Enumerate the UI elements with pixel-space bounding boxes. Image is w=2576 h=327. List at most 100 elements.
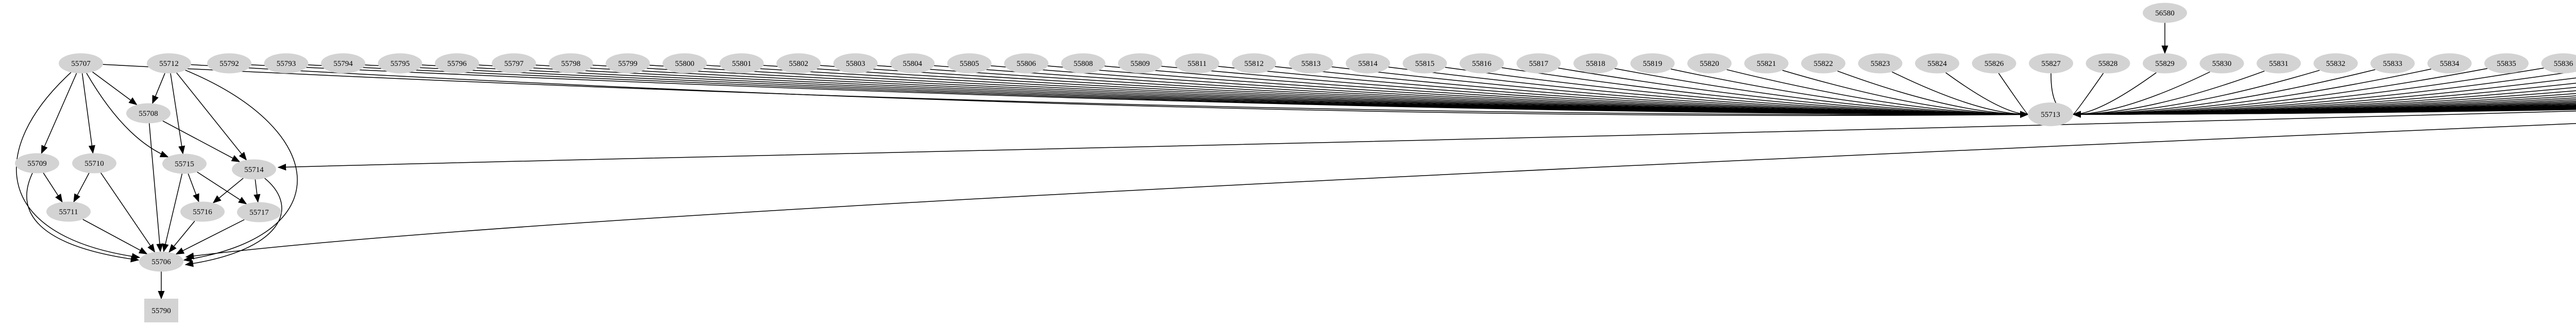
node-label-55714: 55714 xyxy=(244,166,264,174)
graph-node-55824: 55824 xyxy=(1915,53,1959,74)
ellipse-shape-55795 xyxy=(378,53,422,74)
graph-node-55792: 55792 xyxy=(207,53,251,74)
graph-node-55715: 55715 xyxy=(162,153,207,174)
ellipse-shape-55798 xyxy=(549,53,593,74)
node-label-55797: 55797 xyxy=(504,60,524,68)
graph-node-55819: 55819 xyxy=(1630,53,1675,74)
ellipse-shape-55717 xyxy=(237,202,281,222)
node-label-55830: 55830 xyxy=(2212,60,2232,68)
node-label-55708: 55708 xyxy=(139,110,158,118)
graph-node-55830: 55830 xyxy=(2199,53,2244,74)
ellipse-shape-55708 xyxy=(126,103,171,124)
node-label-55828: 55828 xyxy=(2098,60,2118,68)
ellipse-shape-55826 xyxy=(1972,53,2016,74)
node-label-55804: 55804 xyxy=(903,60,922,68)
graph-node-55711: 55711 xyxy=(46,201,91,222)
graph-node-55833: 55833 xyxy=(2370,53,2415,74)
graph-node-55811: 55811 xyxy=(1175,53,1219,74)
node-label-55792: 55792 xyxy=(219,60,239,68)
ellipse-shape-55800 xyxy=(663,53,707,74)
node-label-55716: 55716 xyxy=(193,208,212,216)
edge-55707-55715 xyxy=(86,73,169,158)
ellipse-shape-55819 xyxy=(1630,53,1675,74)
ellipse-shape-55821 xyxy=(1744,53,1789,74)
graph-node-55798: 55798 xyxy=(549,53,593,74)
graph-node-55790: 55790 xyxy=(144,299,178,322)
ellipse-shape-55799 xyxy=(605,53,650,74)
graph-node-55834: 55834 xyxy=(2427,53,2472,74)
edge-55791-55714 xyxy=(277,110,2576,171)
ellipse-shape-55803 xyxy=(833,53,878,74)
node-label-55816: 55816 xyxy=(1472,60,1492,68)
graph-node-55827: 55827 xyxy=(2029,53,2073,74)
graph-node-55826: 55826 xyxy=(1972,53,2016,74)
graph-node-55808: 55808 xyxy=(1061,53,1106,74)
edge-55714-55716 xyxy=(212,178,244,203)
graph-node-55795: 55795 xyxy=(378,53,422,74)
graph-node-55815: 55815 xyxy=(1402,53,1447,74)
edge-55712-55714 xyxy=(176,72,247,161)
graph-node-55829: 55829 xyxy=(2143,53,2187,74)
ellipse-shape-55709 xyxy=(15,153,59,174)
ellipse-shape-55809 xyxy=(1118,53,1162,74)
node-label-55820: 55820 xyxy=(1700,60,1719,68)
edge-55707-55710 xyxy=(81,73,95,154)
node-label-55813: 55813 xyxy=(1301,60,1321,68)
ellipse-shape-55801 xyxy=(719,53,764,74)
ellipse-shape-55712 xyxy=(147,53,191,74)
edge-55829-55713 xyxy=(2072,72,2157,118)
ellipse-shape-55836 xyxy=(2541,53,2576,74)
node-label-55817: 55817 xyxy=(1529,60,1549,68)
node-label-56580: 56580 xyxy=(2155,9,2175,18)
graph-node-55816: 55816 xyxy=(1460,53,1504,74)
graph-node-55835: 55835 xyxy=(2484,53,2529,74)
node-label-55712: 55712 xyxy=(159,60,179,68)
node-label-55795: 55795 xyxy=(391,60,410,68)
ellipse-shape-55829 xyxy=(2143,53,2187,74)
graph-node-55794: 55794 xyxy=(321,53,365,74)
edge-55707-55708 xyxy=(92,72,138,106)
graph-node-55832: 55832 xyxy=(2313,53,2358,74)
graph-node-55809: 55809 xyxy=(1118,53,1162,74)
ellipse-shape-55816 xyxy=(1460,53,1504,74)
ellipse-shape-55806 xyxy=(1004,53,1048,74)
edge-55707-55713 xyxy=(103,64,2029,118)
node-label-55821: 55821 xyxy=(1757,60,1776,68)
ellipse-shape-55815 xyxy=(1402,53,1447,74)
graph-node-55831: 55831 xyxy=(2257,53,2301,74)
ellipse-shape-55808 xyxy=(1061,53,1106,74)
ellipse-shape-55823 xyxy=(1858,53,1903,74)
node-label-55800: 55800 xyxy=(675,60,694,68)
ellipse-shape-55802 xyxy=(776,53,821,74)
ellipse-shape-55824 xyxy=(1915,53,1959,74)
edge-55712-55706 xyxy=(183,70,298,263)
node-label-55809: 55809 xyxy=(1130,60,1150,68)
edge-55716-55706 xyxy=(168,220,195,253)
graph-node-55797: 55797 xyxy=(492,53,536,74)
edge-55826-55713 xyxy=(1998,73,2029,118)
ellipse-shape-55834 xyxy=(2427,53,2472,74)
edge-55820-55713 xyxy=(1726,69,2029,118)
graph-node-55716: 55716 xyxy=(180,201,225,222)
graph-node-55713: 55713 xyxy=(2028,102,2073,126)
node-label-55829: 55829 xyxy=(2155,60,2175,68)
ellipse-shape-55831 xyxy=(2257,53,2301,74)
ellipse-shape-55713 xyxy=(2028,102,2073,126)
edge-55717-55706 xyxy=(175,219,245,255)
graph-node-55712: 55712 xyxy=(147,53,191,74)
ellipse-shape-55811 xyxy=(1175,53,1219,74)
graph-node-56580: 56580 xyxy=(2143,3,2187,23)
graph-node-55806: 55806 xyxy=(1004,53,1048,74)
node-label-55706: 55706 xyxy=(151,258,171,266)
graph-node-55799: 55799 xyxy=(605,53,650,74)
ellipse-shape-55792 xyxy=(207,53,251,74)
edge-57247-55713 xyxy=(2072,109,2576,118)
node-label-55815: 55815 xyxy=(1415,60,1435,68)
edge-55822-55713 xyxy=(1837,71,2029,118)
node-label-55806: 55806 xyxy=(1016,60,1036,68)
edge-55707-55706 xyxy=(16,72,141,260)
edge-55789-55706 xyxy=(185,123,2576,260)
node-label-55715: 55715 xyxy=(175,160,194,168)
